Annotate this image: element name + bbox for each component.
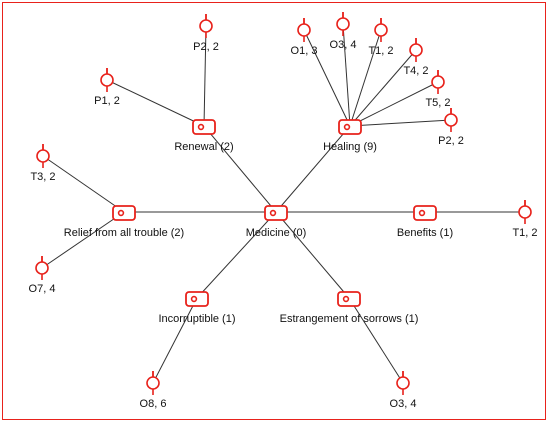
concept-label: Renewal (2)	[174, 141, 233, 153]
reference-label: O3, 4	[390, 398, 417, 410]
reference-node-o3a[interactable]: O3, 4	[330, 12, 357, 51]
reference-node-t4[interactable]: T4, 2	[403, 38, 429, 77]
pin-icon	[409, 38, 423, 62]
edge-medicine-estrangement	[275, 211, 350, 299]
pin-icon	[100, 68, 114, 92]
edge-healing-p2b	[349, 119, 452, 127]
reference-node-p2a[interactable]: P2, 2	[193, 14, 219, 53]
tag-icon	[264, 205, 288, 221]
edge-healing-t5	[349, 81, 439, 127]
concept-label: Medicine (0)	[246, 227, 307, 239]
reference-label: P2, 2	[193, 41, 219, 53]
reference-node-o7[interactable]: O7, 4	[29, 256, 56, 295]
reference-label: O1, 3	[291, 45, 318, 57]
concept-label: Incorruptible (1)	[158, 313, 235, 325]
reference-node-t5[interactable]: T5, 2	[425, 70, 451, 109]
reference-label: T4, 2	[403, 65, 428, 77]
edge-relief-t3	[42, 155, 125, 213]
pin-icon	[36, 144, 50, 168]
concept-node-incorruptible[interactable]: Incorruptible (1)	[158, 291, 236, 325]
reference-node-o3b[interactable]: O3, 4	[390, 371, 417, 410]
pin-icon	[431, 70, 445, 94]
tag-icon	[112, 205, 136, 221]
edge-layer	[41, 23, 525, 384]
reference-node-o8[interactable]: O8, 6	[140, 371, 167, 410]
reference-label: T5, 2	[425, 97, 450, 109]
concept-label: Relief from all trouble (2)	[64, 227, 184, 239]
tag-icon	[185, 291, 209, 307]
pin-icon	[146, 371, 160, 395]
diagram-frame	[2, 2, 546, 420]
reference-label: O3, 4	[330, 39, 357, 51]
reference-node-o1[interactable]: O1, 3	[291, 18, 318, 57]
reference-node-p2b[interactable]: P2, 2	[438, 108, 464, 147]
pin-icon	[336, 12, 350, 36]
edge-healing-t4	[349, 49, 417, 127]
edge-healing-o3a	[342, 23, 351, 127]
reference-label: T1, 2	[368, 45, 393, 57]
pin-icon	[518, 200, 532, 224]
edge-medicine-renewal	[203, 125, 277, 213]
reference-label: T3, 2	[30, 171, 55, 183]
edge-renewal-p2a	[203, 25, 207, 127]
concept-node-relief[interactable]: Relief from all trouble (2)	[64, 205, 184, 239]
edge-medicine-healing	[275, 125, 351, 213]
pin-icon	[396, 371, 410, 395]
reference-label: O7, 4	[29, 283, 56, 295]
tag-icon	[413, 205, 437, 221]
concept-label: Estrangement of sorrows (1)	[280, 313, 419, 325]
reference-node-t3[interactable]: T3, 2	[30, 144, 56, 183]
concept-label: Healing (9)	[323, 141, 377, 153]
node-layer: Medicine (0) Renewal (2) Healing (9) Relief…	[29, 12, 538, 410]
concept-node-medicine[interactable]: Medicine (0)	[246, 205, 307, 239]
pin-icon	[444, 108, 458, 132]
concept-node-benefits[interactable]: Benefits (1)	[397, 205, 453, 239]
concept-node-renewal[interactable]: Renewal (2)	[174, 119, 234, 153]
edge-healing-t1a	[349, 29, 382, 127]
pin-icon	[35, 256, 49, 280]
tag-icon	[338, 119, 362, 135]
reference-label: O8, 6	[140, 398, 167, 410]
reference-label: P1, 2	[94, 95, 120, 107]
edge-medicine-incorruptible	[196, 211, 277, 299]
edge-healing-o1	[303, 29, 351, 127]
pin-icon	[199, 14, 213, 38]
reference-node-t1b[interactable]: T1, 2	[512, 200, 538, 239]
concept-node-healing[interactable]: Healing (9)	[323, 119, 377, 153]
edge-estrangement-o3b	[348, 297, 404, 384]
reference-label: T1, 2	[512, 227, 537, 239]
tag-icon	[192, 119, 216, 135]
reference-label: P2, 2	[438, 135, 464, 147]
edge-relief-o7	[41, 211, 125, 269]
edge-incorruptible-o8	[152, 297, 198, 384]
concept-label: Benefits (1)	[397, 227, 453, 239]
concept-node-estrangement[interactable]: Estrangement of sorrows (1)	[280, 291, 419, 325]
reference-node-p1[interactable]: P1, 2	[94, 68, 120, 107]
reference-node-t1a[interactable]: T1, 2	[368, 18, 394, 57]
pin-icon	[374, 18, 388, 42]
pin-icon	[297, 18, 311, 42]
tag-icon	[337, 291, 361, 307]
edge-renewal-p1	[106, 79, 205, 127]
